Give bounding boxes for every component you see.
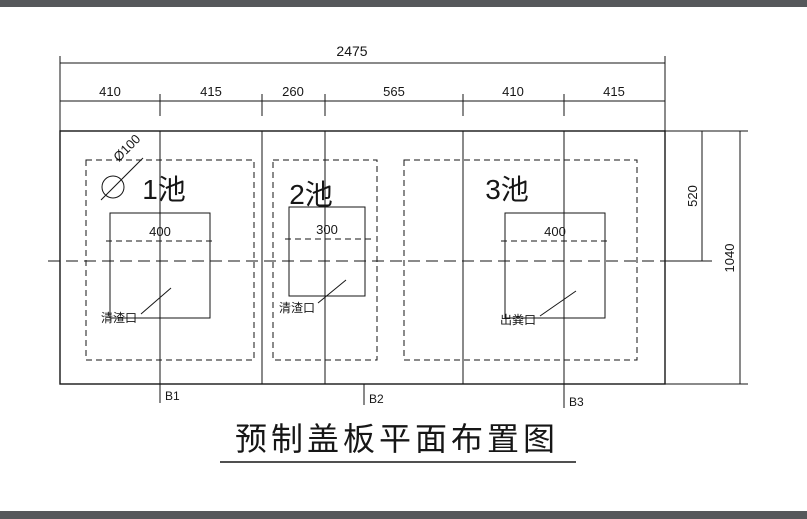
dim-segment-label: 565 xyxy=(383,84,405,99)
pool-3: 400 3池 出粪口 xyxy=(403,159,638,361)
pool-1-opening-dimension: 400 xyxy=(149,224,171,239)
hole-callout: Ø100 xyxy=(100,131,144,201)
pool-2-opening-dimension: 300 xyxy=(316,222,338,237)
dim-segment-label: 410 xyxy=(99,84,121,99)
dim-segment-label: 260 xyxy=(282,84,304,99)
pool-2-leader-line xyxy=(317,279,347,304)
pool-2-cover-outline xyxy=(272,159,378,361)
hole-diameter-label: Ø100 xyxy=(110,131,143,164)
page-edge-top xyxy=(0,0,807,7)
pool-1-leader-line xyxy=(140,287,172,315)
page-edge-bottom xyxy=(0,511,807,519)
pool-1-opening xyxy=(109,212,211,319)
dimension-total-width: 2475 xyxy=(59,43,666,131)
axis-label-b2: B2 xyxy=(369,392,384,406)
pool-3-label: 3池 xyxy=(485,174,529,205)
dim-total-width-label: 2475 xyxy=(336,43,367,59)
pool-2: 300 2池 清渣口 xyxy=(272,159,378,361)
dim-right-total-label: 1040 xyxy=(722,244,737,273)
pool-2-label: 2池 xyxy=(289,179,333,210)
pool-1-port-label: 清渣口 xyxy=(101,311,137,325)
drawing-title-text: 预制盖板平面布置图 xyxy=(235,421,559,457)
dim-segment-label: 410 xyxy=(502,84,524,99)
drawing-title: 预制盖板平面布置图 xyxy=(220,421,576,463)
tank-outline xyxy=(59,130,666,385)
pool-1-label: 1池 xyxy=(142,174,186,205)
pool-3-opening xyxy=(504,212,606,319)
dim-segment-label: 415 xyxy=(200,84,222,99)
dim-segment-label: 415 xyxy=(603,84,625,99)
pool-1: 400 1池 清渣口 xyxy=(85,159,255,361)
pool-3-cover-outline xyxy=(403,159,638,361)
axis-label-b3: B3 xyxy=(569,395,584,409)
pool-2-port-label: 清渣口 xyxy=(279,301,315,315)
axis-markers: B1 B2 B3 xyxy=(159,384,584,409)
pool-1-cover-outline xyxy=(85,159,255,361)
dimension-segments: 410 415 260 565 410 415 xyxy=(60,84,665,116)
dimension-right-side: 520 1040 xyxy=(665,130,748,385)
pool-3-opening-dimension: 400 xyxy=(544,224,566,239)
hole-leader-line xyxy=(100,157,144,201)
axis-label-b1: B1 xyxy=(165,389,180,403)
pool-2-opening xyxy=(288,206,366,297)
pool-3-leader-line xyxy=(539,290,577,317)
pool-3-port-label: 出粪口 xyxy=(500,313,536,327)
dim-right-upper-label: 520 xyxy=(685,185,700,207)
hole-circle xyxy=(101,175,125,199)
